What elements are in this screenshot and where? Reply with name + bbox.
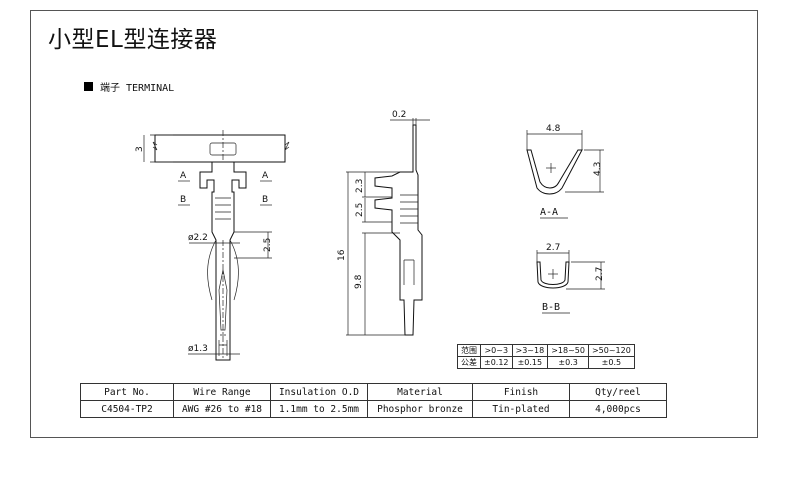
dim-dia-2-2: ø2.2 <box>188 233 208 243</box>
header-qty: Qty/reel <box>569 383 667 401</box>
dim-dia-1-3: ø1.3 <box>188 344 208 354</box>
section-aa-label: A-A <box>540 207 558 218</box>
tol-cell: ±0.15 <box>511 356 549 369</box>
drawing-frame <box>30 10 758 438</box>
section-a-right: A <box>262 171 269 181</box>
table-row: 公差 ±0.12 ±0.15 ±0.3 ±0.5 <box>457 356 635 369</box>
cell-part-no: C4504-TP2 <box>80 400 174 418</box>
section-a-left: A <box>180 171 187 181</box>
header-part-no: Part No. <box>80 383 174 401</box>
page-title: 小型EL型连接器 <box>48 27 218 53</box>
side-view: 0.2 2.3 2.5 16 9.8 <box>337 110 430 336</box>
dim-2-3-side: 2.3 <box>355 179 365 193</box>
section-bb-view: 2.7 2.7 B-B <box>536 243 605 314</box>
dim-16-side: 16 <box>337 249 347 261</box>
front-view: A A B B 3 2.5 ø2.2 ø1.3 <box>135 130 290 361</box>
tol-cell: ±0.12 <box>480 356 513 369</box>
section-aa-shape <box>526 149 583 195</box>
section-bb-height: 2.7 <box>595 267 605 281</box>
dim-height-3: 3 <box>135 146 145 152</box>
table-row: C4504-TP2 AWG #26 to #18 1.1mm to 2.5mm … <box>80 400 667 418</box>
tol-cell: >18~50 <box>547 344 589 357</box>
section-aa-view: 4.8 4.3 A-A <box>526 124 604 219</box>
cell-insulation: 1.1mm to 2.5mm <box>270 400 368 418</box>
tol-cell: >3~18 <box>511 344 549 357</box>
section-subtitle: 端子 TERMINAL <box>84 79 174 94</box>
carrier-strip <box>154 134 286 163</box>
dim-2-5-front: 2.5 <box>263 238 273 252</box>
tol-cell: >0~3 <box>480 344 513 357</box>
table-header-row: Part No. Wire Range Insulation O.D Mater… <box>80 383 667 401</box>
section-bb-shape <box>536 261 570 289</box>
terminal-side-profile <box>374 124 423 336</box>
spec-table: Part No. Wire Range Insulation O.D Mater… <box>80 383 667 418</box>
cell-wire-range: AWG #26 to #18 <box>173 400 271 418</box>
section-bb-width: 2.7 <box>546 243 560 253</box>
section-bb-label: B-B <box>542 302 560 313</box>
tolerance-table: 范围 >0~3 >3~18 >18~50 >50~120 公差 ±0.12 ±0… <box>457 344 635 369</box>
cell-qty: 4,000pcs <box>569 400 667 418</box>
header-insulation: Insulation O.D <box>270 383 368 401</box>
tol-cell: >50~120 <box>587 344 635 357</box>
cell-material: Phosphor bronze <box>367 400 473 418</box>
tol-cell: ±0.5 <box>587 356 635 369</box>
dim-2-5-side: 2.5 <box>355 203 365 217</box>
header-finish: Finish <box>472 383 570 401</box>
square-bullet-icon <box>84 82 93 91</box>
cell-finish: Tin-plated <box>472 400 570 418</box>
section-aa-height: 4.3 <box>593 162 603 176</box>
section-aa-width: 4.8 <box>546 124 561 134</box>
header-material: Material <box>367 383 473 401</box>
dim-9-8-side: 9.8 <box>354 274 364 289</box>
section-b-left: B <box>180 195 186 205</box>
tol-cell: ±0.3 <box>547 356 589 369</box>
subtitle-text: 端子 TERMINAL <box>100 83 175 94</box>
header-wire-range: Wire Range <box>173 383 271 401</box>
section-b-right: B <box>262 195 268 205</box>
tol-cell: 公差 <box>457 356 481 369</box>
dim-thickness-0-2: 0.2 <box>392 110 406 120</box>
tol-cell: 范围 <box>457 344 481 357</box>
table-row: 范围 >0~3 >3~18 >18~50 >50~120 <box>457 344 635 357</box>
